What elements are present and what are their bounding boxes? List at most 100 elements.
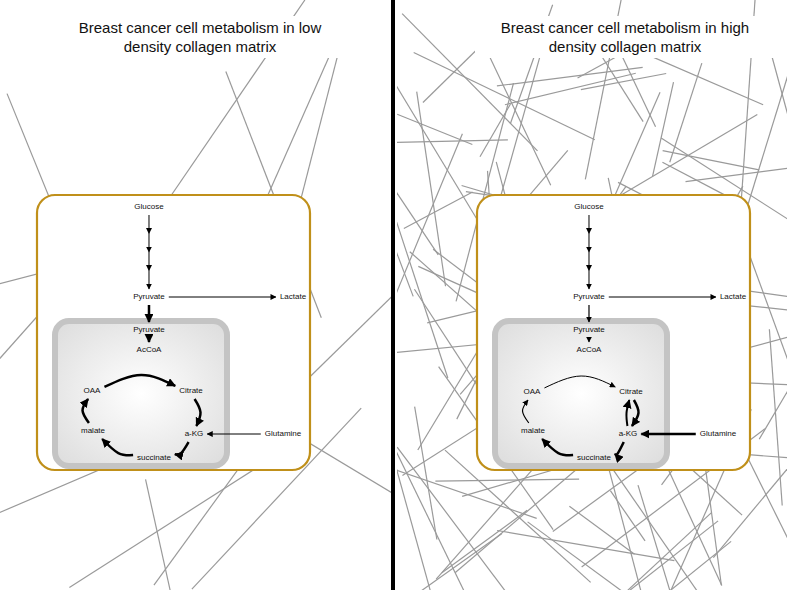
flux-arrow — [102, 439, 133, 455]
metabolite-label: Pyruvate — [571, 291, 607, 303]
connectors — [83, 215, 716, 455]
collagen-fiber — [769, 329, 782, 505]
collagen-fiber — [302, 231, 391, 384]
collagen-fiber — [69, 458, 271, 587]
panel-title: Breast cancer cell metabolism in low den… — [50, 16, 350, 58]
collagen-fiber — [397, 36, 483, 229]
collagen-fiber — [501, 48, 543, 196]
metabolite-name: Pyruvate — [573, 325, 605, 334]
mitochondrion — [55, 321, 227, 466]
flux-arrow — [175, 442, 189, 455]
metabolite-label: Glutamine — [698, 428, 738, 440]
metabolite-name: OAA — [524, 387, 541, 396]
metabolite-name: Glutamine — [700, 429, 736, 438]
flux-arrow — [542, 439, 573, 455]
metabolite-label: OAA — [82, 385, 103, 397]
flux-arrow — [615, 442, 624, 455]
collagen-fiber — [610, 491, 645, 541]
flux-arrow — [544, 376, 615, 388]
title-text: Breast cancer cell metabolism in high de… — [501, 19, 749, 55]
metabolite-label: Pyruvate — [571, 324, 607, 336]
flux-arrow — [609, 297, 716, 298]
metabolite-label: AcCoA — [575, 344, 604, 356]
metabolite-name: Lactate — [280, 292, 306, 301]
flux-arrow — [148, 338, 151, 342]
panel: Breast cancer cell metabolism in low den… — [0, 0, 391, 590]
collagen-fiber — [397, 408, 435, 590]
flux-arrow — [626, 400, 629, 426]
metabolite-label: Citrate — [177, 385, 205, 397]
flux-arrow — [641, 433, 695, 436]
collagen-fiber — [497, 67, 643, 86]
flux-arrow — [104, 375, 175, 387]
metabolite-name: OAA — [84, 386, 101, 395]
metabolite-name: Pyruvate — [133, 325, 165, 334]
metabolite-label: succinate — [135, 452, 173, 464]
cell-membrane — [477, 195, 750, 470]
collagen-fiber — [497, 530, 674, 560]
flux-arrow — [148, 215, 149, 289]
metabolite-name: Glucose — [574, 202, 603, 211]
collagen-fiber — [628, 513, 712, 590]
collagen-fiber — [603, 455, 713, 590]
metabolite-label: malate — [519, 425, 547, 437]
collagen-fiber — [455, 457, 591, 573]
flux-arrow — [148, 305, 151, 322]
collagen-fiber — [397, 534, 502, 590]
metabolite-label: a-KG — [617, 428, 640, 440]
collagen-fiber — [417, 92, 446, 287]
collagen-fiber — [397, 114, 472, 144]
divider — [391, 0, 395, 590]
collagen-fiber — [759, 368, 787, 439]
collagen-fibers — [397, 0, 787, 590]
collagen-fiber — [662, 162, 728, 197]
collagen-fiber — [442, 510, 527, 572]
collagen-fiber — [397, 170, 448, 378]
metabolite-label: AcCoA — [135, 344, 164, 356]
metabolite-label: Citrate — [617, 386, 645, 398]
metabolite-name: Citrate — [619, 387, 643, 396]
metabolite-name: Glucose — [134, 202, 163, 211]
metabolite-label: Pyruvate — [131, 324, 167, 336]
flux-arrow — [169, 297, 276, 298]
collagen-fiber — [686, 166, 787, 182]
collagen-fiber — [750, 255, 787, 380]
collagen-fiber — [415, 407, 437, 540]
flux-arrow — [195, 399, 201, 426]
metabolite-name: a-KG — [619, 429, 638, 438]
metabolite-label: Glucose — [132, 201, 165, 213]
metabolite-name: AcCoA — [577, 345, 602, 354]
panel: Breast cancer cell metabolism in high de… — [397, 0, 787, 590]
collagen-fiber — [404, 192, 473, 229]
metabolite-name: malate — [81, 426, 105, 435]
metabolite-label: Lactate — [718, 291, 748, 303]
flux-arrow — [632, 400, 639, 426]
metabolite-label: OAA — [522, 386, 543, 398]
metabolite-name: Glutamine — [265, 429, 301, 438]
collagen-fiber — [553, 464, 646, 531]
collagen-fiber — [663, 151, 759, 170]
flux-arrow — [83, 399, 89, 423]
flux-arrow — [207, 434, 260, 435]
metabolite-name: succinate — [137, 453, 171, 462]
collagen-fiber — [397, 223, 413, 296]
collagen-fiber — [397, 151, 438, 255]
flux-arrow — [588, 338, 589, 342]
collagen-fiber — [414, 53, 595, 140]
metabolite-label: Pyruvate — [131, 291, 167, 303]
flux-arrow — [523, 400, 529, 423]
metabolite-name: malate — [521, 426, 545, 435]
metabolite-name: Lactate — [720, 292, 746, 301]
metabolite-name: Citrate — [179, 386, 203, 395]
metabolite-label: Glucose — [572, 201, 605, 213]
collagen-fiber — [435, 479, 579, 481]
metabolite-name: Pyruvate — [573, 292, 605, 301]
panel-title: Breast cancer cell metabolism in high de… — [475, 16, 775, 58]
collagen-fiber — [746, 39, 787, 212]
metabolite-label: Lactate — [278, 291, 308, 303]
metabolite-label: succinate — [575, 452, 613, 464]
metabolite-name: AcCoA — [137, 345, 162, 354]
collagen-fiber — [397, 140, 508, 143]
